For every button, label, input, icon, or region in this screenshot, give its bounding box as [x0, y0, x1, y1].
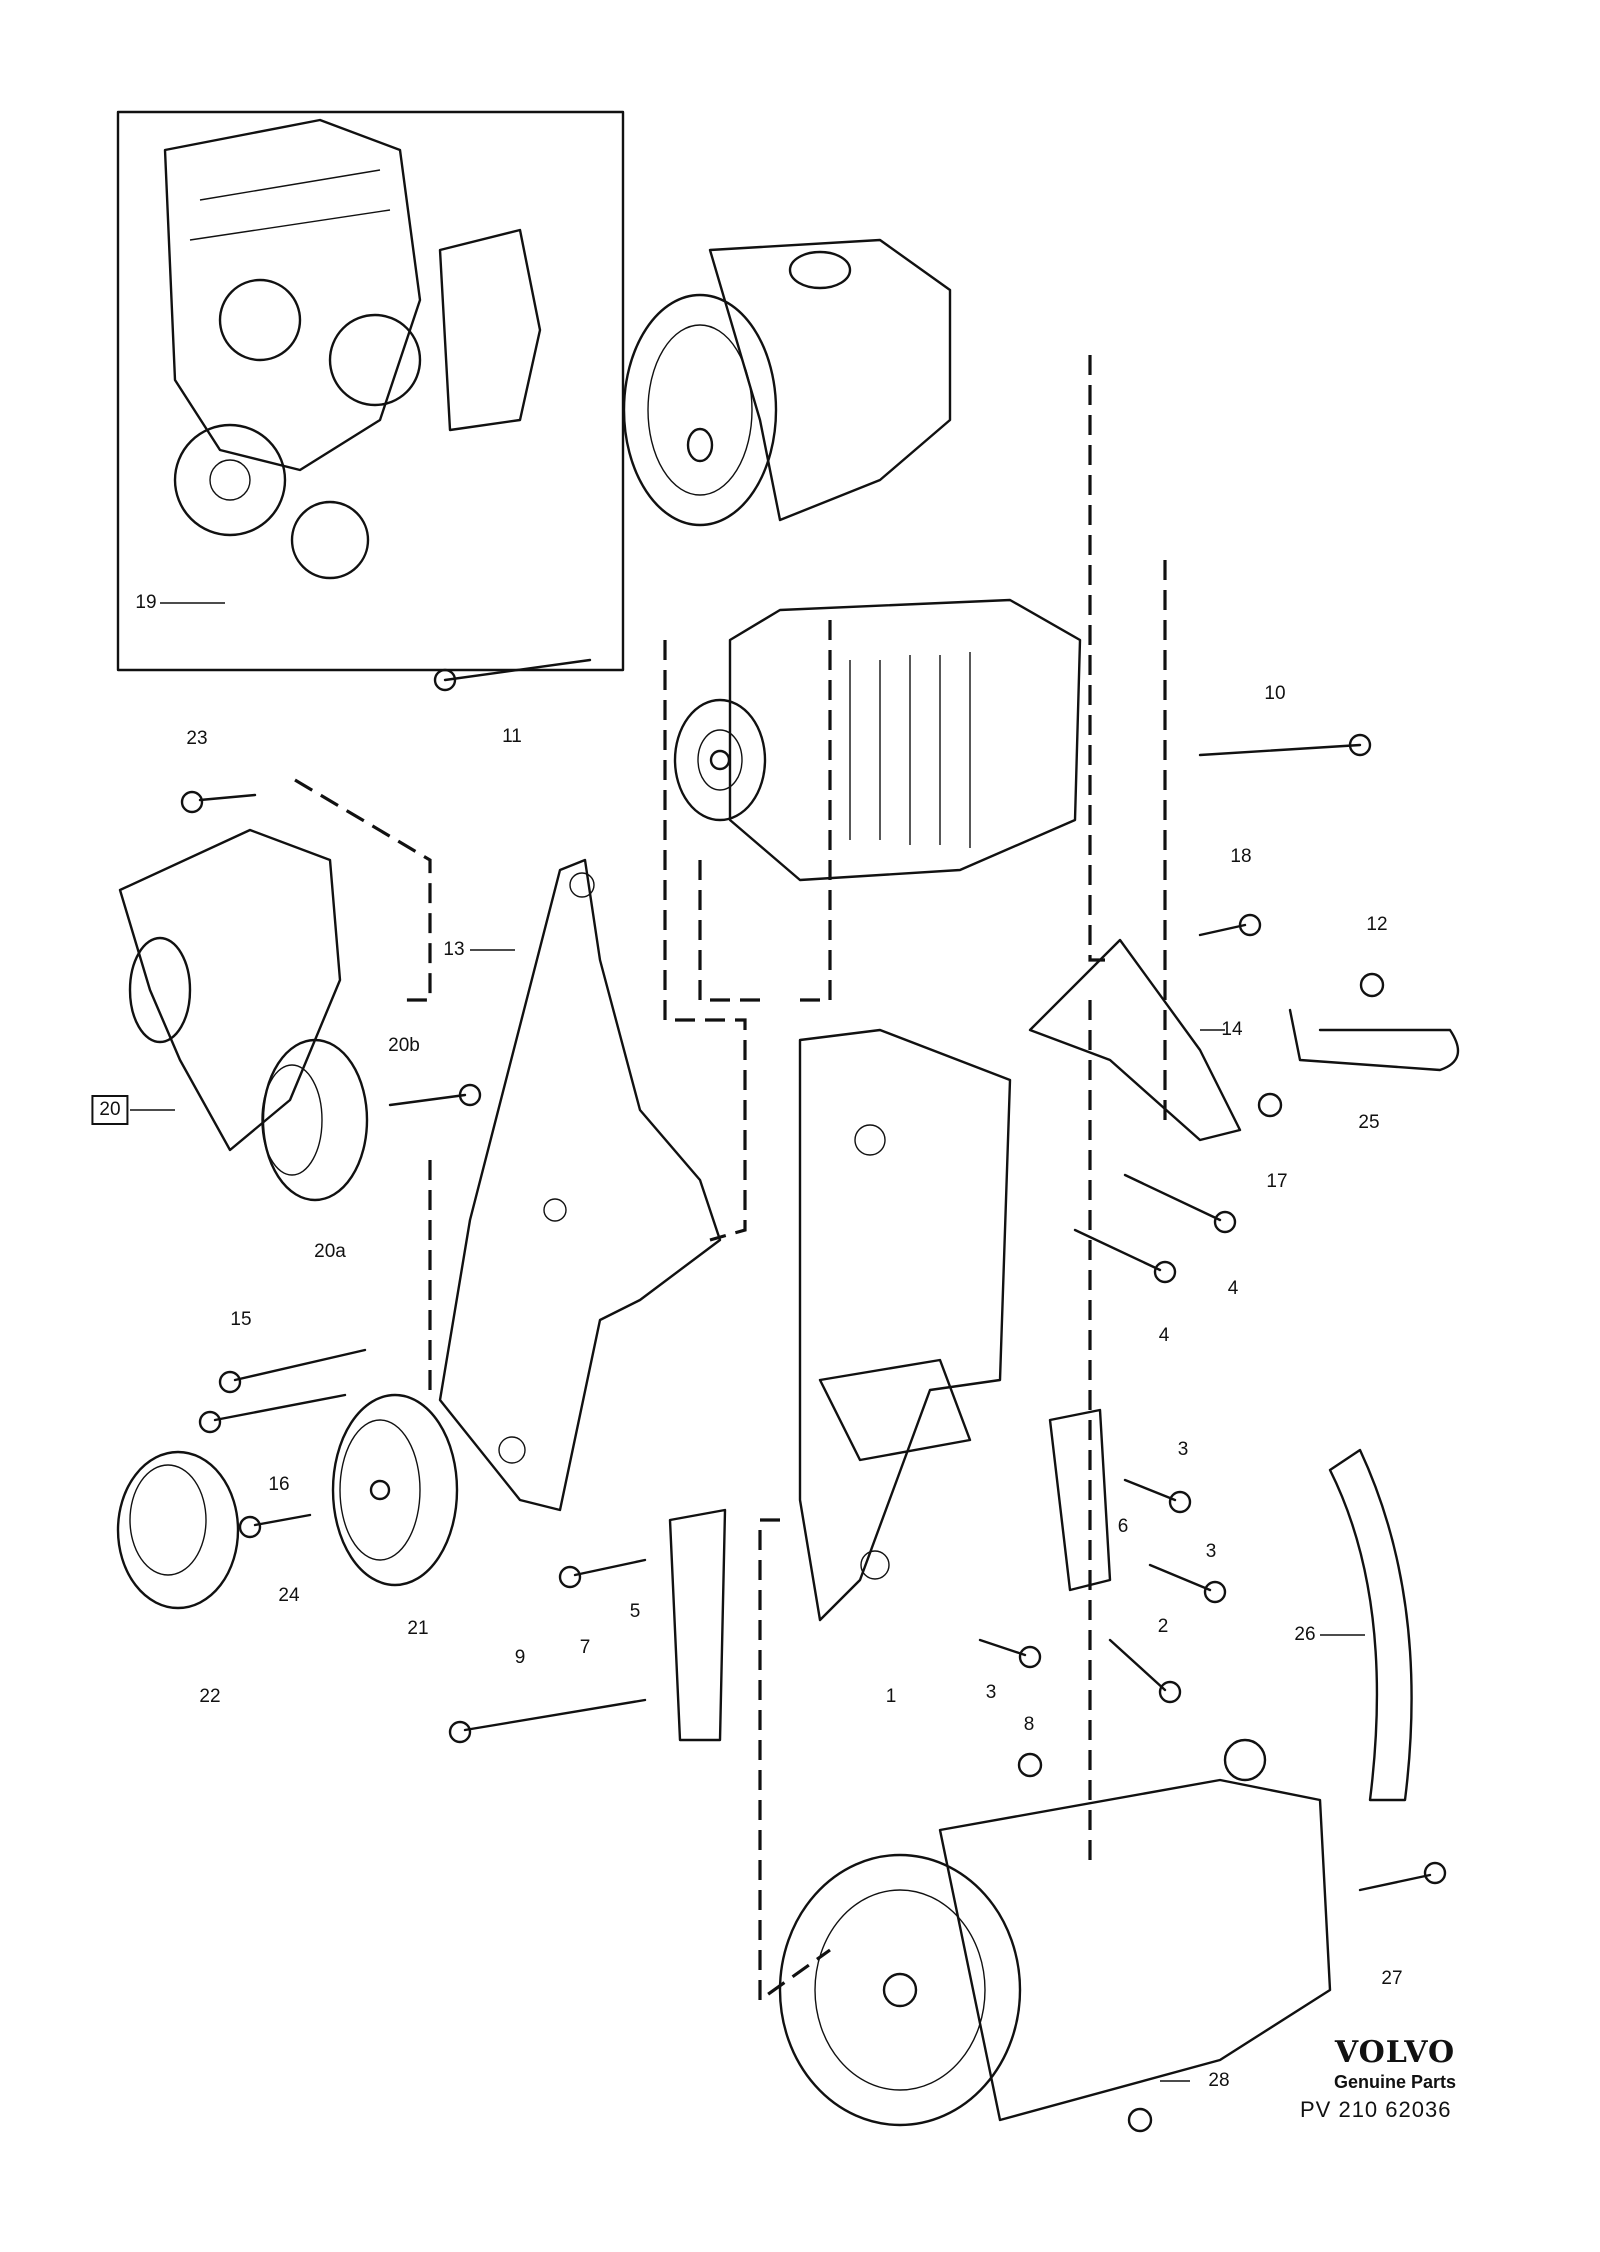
callout-4-right: 4 — [1227, 1278, 1239, 1299]
pipe-clamp-25 — [1288, 1008, 1460, 1072]
bracket-14 — [1028, 938, 1242, 1142]
engine-overview-inset — [116, 110, 625, 672]
bracket-5 — [668, 1508, 727, 1742]
callout-19: 19 — [135, 592, 157, 613]
callout-16: 16 — [268, 1474, 290, 1495]
callout-22: 22 — [199, 1686, 221, 1707]
bolts — [180, 658, 1447, 2133]
callout-10: 10 — [1264, 683, 1286, 704]
pulley-dust-cap — [116, 1450, 240, 1610]
main-bracket — [438, 858, 722, 1512]
diagram-reference-code: PV 210 62036 — [1300, 2097, 1452, 2122]
callout-5: 5 — [629, 1601, 641, 1622]
alternator — [673, 598, 1082, 882]
center-support-bracket — [798, 1028, 1012, 1622]
callout-20: 20 — [91, 1095, 129, 1125]
callout-9: 9 — [514, 1647, 526, 1668]
callout-23: 23 — [186, 728, 208, 749]
callout-8: 8 — [1023, 1714, 1035, 1735]
callout-1: 1 — [885, 1686, 897, 1707]
volvo-logo: VOLVO — [1334, 2035, 1456, 2070]
callout-4-left: 4 — [1158, 1325, 1170, 1346]
callout-21: 21 — [407, 1618, 429, 1639]
bracket-6 — [1048, 1408, 1112, 1592]
idler-pulley — [331, 1393, 459, 1587]
callout-18: 18 — [1230, 846, 1252, 867]
callout-26: 26 — [1294, 1624, 1316, 1645]
callout-27: 27 — [1381, 1968, 1403, 1989]
callout-3-lower: 3 — [985, 1682, 997, 1703]
leader-lines — [130, 602, 1365, 2082]
callout-13: 13 — [443, 939, 465, 960]
callout-17: 17 — [1266, 1171, 1288, 1192]
callout-28: 28 — [1208, 2070, 1230, 2091]
brace-26 — [1328, 1448, 1413, 1802]
callout-3-upper: 3 — [1177, 1439, 1189, 1460]
callout-7: 7 — [579, 1637, 591, 1658]
brand-block: VOLVO Genuine Parts — [1300, 2035, 1490, 2093]
ac-compressor — [778, 1738, 1332, 2127]
callout-15: 15 — [230, 1309, 252, 1330]
power-steering-pump — [622, 238, 952, 527]
belt-tensioner-assembly — [118, 828, 369, 1202]
callout-3-right: 3 — [1205, 1541, 1217, 1562]
callout-14: 14 — [1221, 1019, 1243, 1040]
callout-6: 6 — [1117, 1516, 1129, 1537]
callout-20a: 20a — [314, 1241, 346, 1262]
callout-11: 11 — [502, 726, 522, 747]
assembly-lines — [294, 355, 1167, 2004]
brand-tagline: Genuine Parts — [1333, 2072, 1457, 2092]
callout-25: 25 — [1358, 1112, 1380, 1133]
callout-24: 24 — [278, 1585, 300, 1606]
callout-12: 12 — [1366, 914, 1388, 935]
callout-2: 2 — [1157, 1616, 1169, 1637]
callout-20b: 20b — [388, 1035, 420, 1056]
